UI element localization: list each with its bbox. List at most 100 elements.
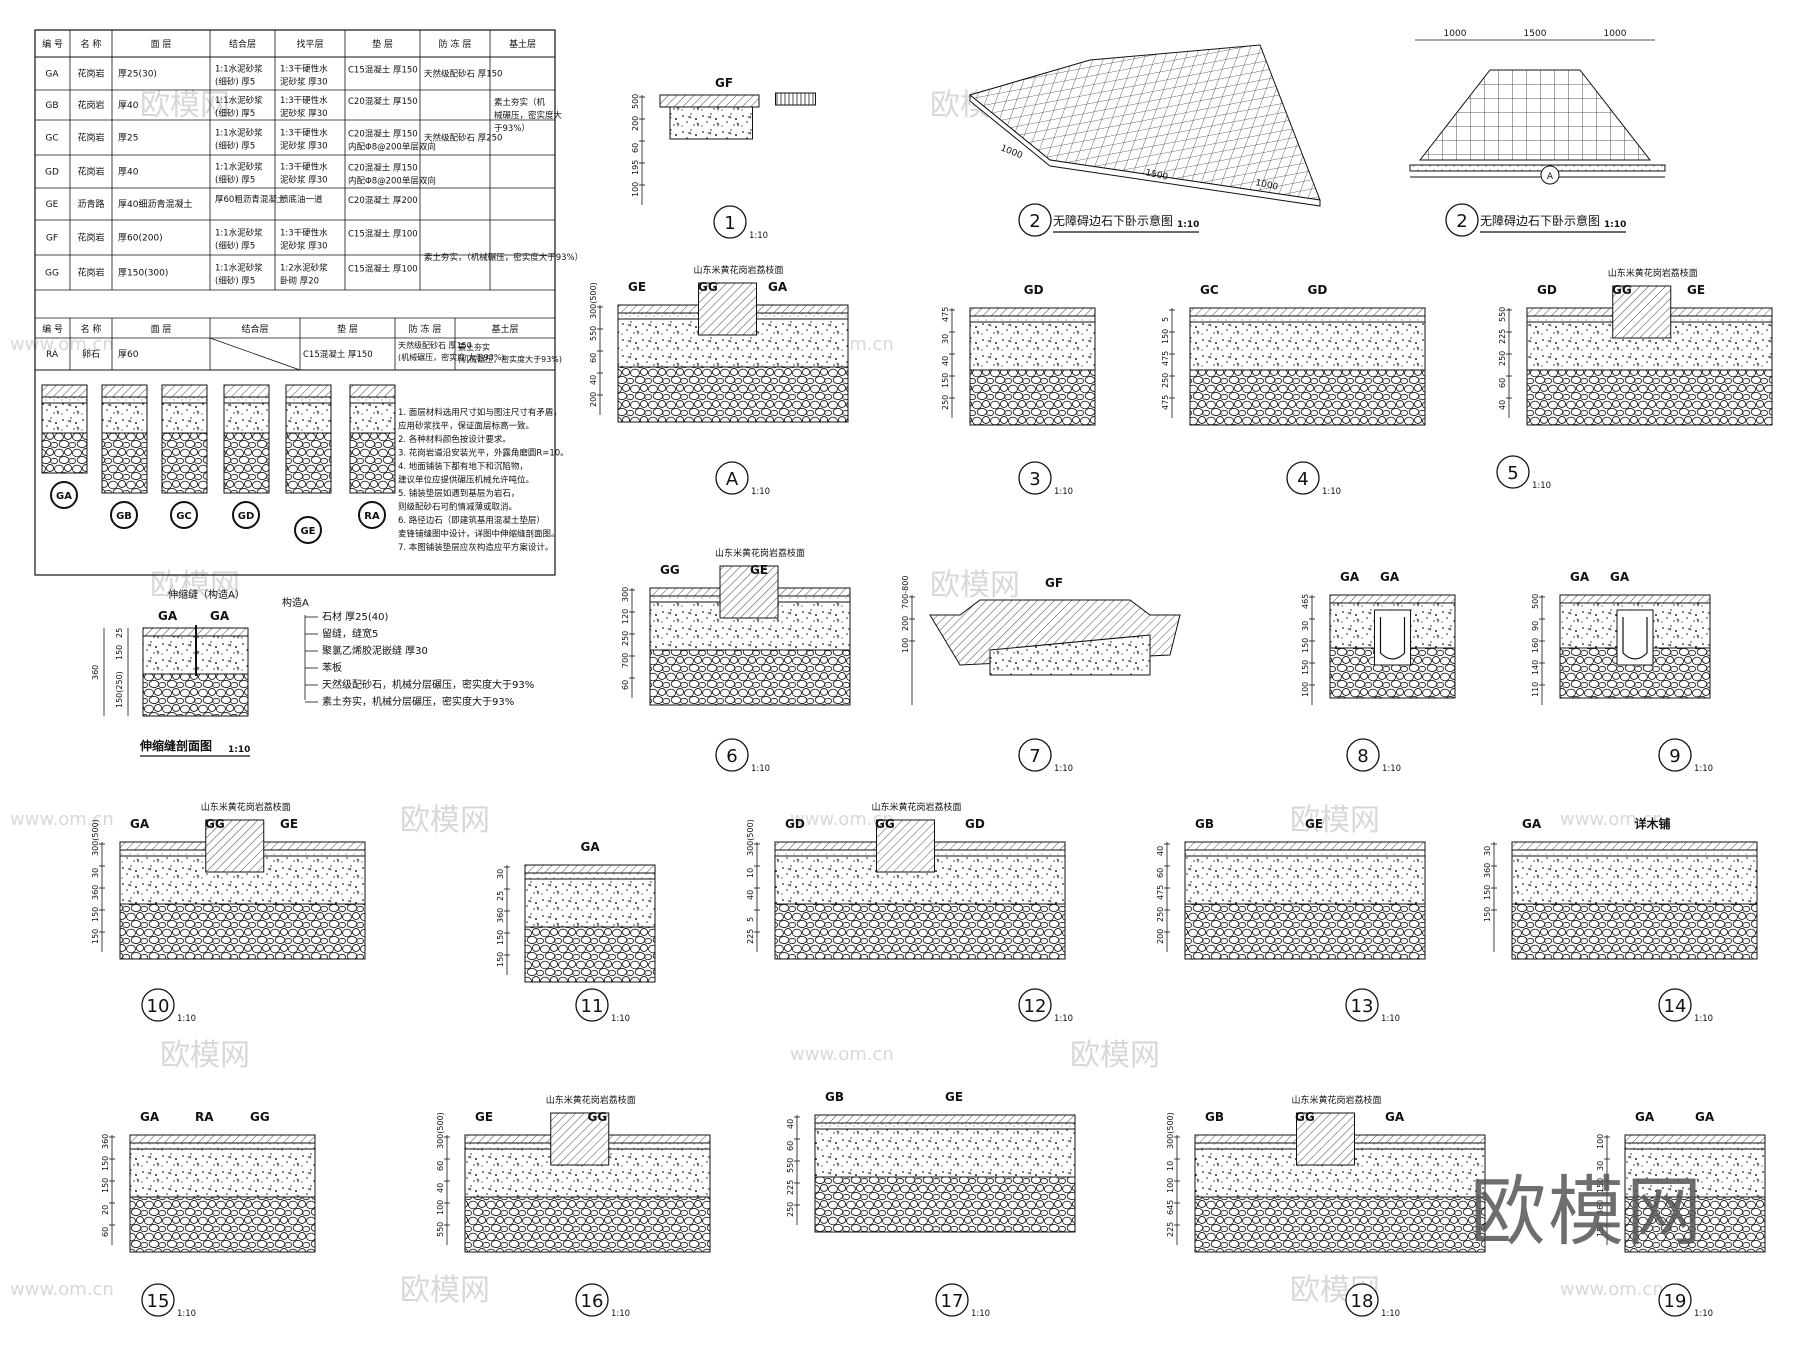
dimension-label: 250 (1156, 907, 1165, 922)
table-cell: 花岗岩 (77, 267, 104, 279)
watermark-url: www.om.cn (1560, 809, 1664, 830)
construct-item: 素土夯实，机械分层碾压，密实度大于93% (322, 695, 514, 708)
dimension-label: 25 (115, 628, 124, 638)
dimension-label: 250 (941, 395, 950, 410)
detail-number: 18 (1351, 1291, 1374, 1312)
material-note: 山东米黄花岗岩荔枝面 (694, 264, 784, 276)
dimension-label: 60 (631, 143, 640, 153)
table-header: 垫 层 (372, 38, 393, 50)
dimension-label: 30 (91, 868, 100, 878)
table-cell: 素土夯实，（机械碾压，密实度大于93%） (424, 252, 583, 263)
layer-code-label: GA (158, 609, 178, 623)
layer-code-label: GD (1537, 283, 1557, 297)
mortar-layer (349, 396, 396, 404)
detail-number: 10 (147, 996, 170, 1017)
dimension-label: 60 (589, 353, 598, 363)
table-header: 编 号 (42, 323, 63, 335)
concrete-layer (285, 402, 332, 434)
dimension-label: 700 (621, 653, 630, 668)
joint-subtitle: 伸缩缝（构造A） (168, 588, 245, 601)
detail-number: 6 (726, 746, 737, 767)
dimension-label: 150 (1596, 1178, 1605, 1193)
gravel-layer (119, 903, 366, 960)
dimension-label: 360 (91, 665, 100, 680)
table-header: 基土层 (509, 38, 536, 50)
table-cell: GE (46, 200, 59, 210)
detail-scale: 1:10 (1054, 764, 1073, 774)
table-cell: C20混凝土 厚150 (348, 96, 418, 107)
table-cell: (细砂) 厚5 (215, 175, 255, 186)
curb-stone (698, 282, 757, 336)
layer-code-label: 详木铺 (1635, 816, 1671, 831)
material-note: 山东米黄花岗岩荔枝面 (715, 547, 805, 559)
table-cell: 花岗岩 (77, 232, 104, 244)
dimension-label: 360 (101, 1134, 110, 1149)
drain-pipe (1379, 617, 1406, 660)
curb-stone (1296, 1112, 1355, 1166)
stone-layer (101, 384, 148, 398)
dimension-label: 360 (1483, 863, 1492, 878)
table-cell: GA (45, 70, 59, 80)
mortar-layer (1184, 849, 1426, 857)
gravel-layer (1624, 1196, 1766, 1253)
detail-number-circle (575, 988, 609, 1022)
watermark: 欧模网 (400, 803, 490, 838)
concrete-layer (101, 402, 148, 434)
dimension-label: 40 (436, 1183, 445, 1193)
detail-number: 12 (1024, 996, 1047, 1017)
material-note: 山东米黄花岗岩荔枝面 (872, 801, 962, 813)
table-cell: C20混凝土 厚150 (348, 129, 418, 140)
tactile-grid (1418, 69, 1652, 161)
table-cell: 械碾压，密实度大 (494, 110, 563, 121)
dimension-label: 150 (91, 907, 100, 922)
callout-label: A (1547, 172, 1554, 182)
concrete-layer (161, 402, 208, 434)
layer-code-label: GA (1695, 1110, 1715, 1124)
detail-number: 15 (147, 1291, 170, 1312)
stone-layer (1559, 594, 1711, 604)
detail-number-circle (1445, 203, 1479, 237)
dimension-label: 20 (101, 1205, 110, 1215)
dimension-label: 360 (496, 908, 505, 923)
table-cell: 天然级配砂石 厚150 (398, 340, 472, 350)
gravel-layer (1189, 369, 1426, 426)
detail-scale: 1:10 (1694, 764, 1713, 774)
table-cell: C15混凝土 厚100 (348, 264, 418, 275)
table-cell: C20混凝土 厚150 (348, 163, 418, 174)
layer-code-label: GG (250, 1110, 270, 1124)
construct-item: 石材 厚25(40) (322, 610, 389, 623)
layer-code-label: GE (280, 817, 298, 831)
dimension-label: 60 (1156, 868, 1165, 878)
dimension-label: 60 (101, 1227, 110, 1237)
dimension-label: 300(500) (589, 282, 598, 319)
dimension-label: 645 (1166, 1200, 1175, 1215)
detail-number-circle (713, 205, 747, 239)
dimension-label: 195 (631, 160, 640, 175)
table-header: 垫 层 (337, 323, 358, 335)
legend-badge-label: GD (238, 511, 255, 522)
concrete-layer (1624, 1148, 1766, 1198)
concrete-layer (349, 402, 396, 434)
dimension-label: 300(500) (1166, 1112, 1175, 1149)
table-cell: 1:3干硬性水 (280, 64, 328, 75)
legend-badge (170, 501, 198, 529)
layer-code-label: GA (1385, 1110, 1405, 1124)
detail-scale: 1:10 (1382, 764, 1401, 774)
dimension-label: 200 (1156, 929, 1165, 944)
table-cell: 1:1水泥砂浆 (215, 95, 263, 106)
dimension-label: 150 (101, 1156, 110, 1171)
table-cell: 花岗岩 (77, 166, 104, 178)
dimension-label: 150 (496, 952, 505, 967)
table-header: 编 号 (42, 38, 63, 50)
gravel-layer (285, 432, 332, 494)
note-line: 建议单位应提供碾压机械允许吨位。 (398, 475, 534, 486)
table-cell: C15混凝土 厚150 (348, 65, 418, 76)
dimension-label: 60 (436, 1161, 445, 1171)
dimension-label: 110 (1531, 682, 1540, 697)
dimension-label: 150 (1301, 660, 1310, 675)
detail-scale: 1:10 (1054, 1014, 1073, 1024)
table-cell: 1:1水泥砂浆 (215, 64, 263, 75)
